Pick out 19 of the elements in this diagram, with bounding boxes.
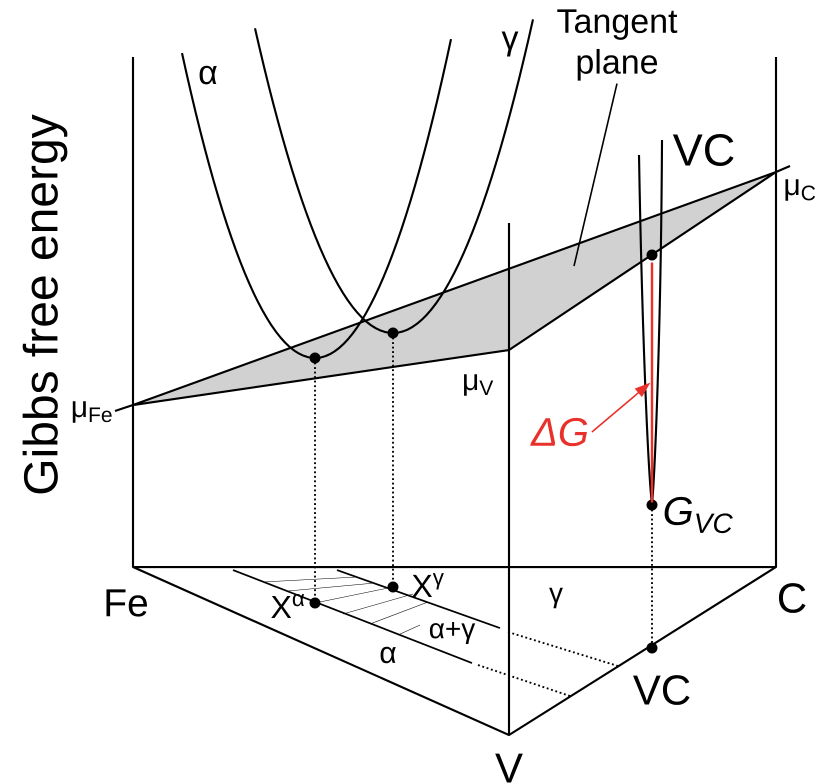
callout-text: ΔG	[530, 418, 588, 446]
label-text: G$_{VC}$	[664, 496, 733, 534]
label-text: α	[200, 66, 217, 84]
leader-line	[573, 83, 618, 266]
label-text: μ$_{Fe}$	[72, 401, 112, 423]
label-text: γ	[549, 588, 563, 608]
label-text: VC	[633, 675, 690, 705]
label-text: C	[778, 583, 806, 613]
label-text: α+γ	[430, 622, 476, 644]
label-text: VC	[672, 134, 734, 166]
label-text: μ$_{V}$	[464, 374, 494, 396]
label-text: X$^{γ}$	[412, 573, 444, 597]
label-text: α	[380, 646, 396, 664]
callout-text: Tangent plane	[557, 9, 678, 81]
label-text: V	[495, 754, 523, 782]
label-text: Gibbs free energy	[22, 114, 68, 494]
label-text: γ	[502, 32, 518, 57]
label-text: μ$_{C}$	[785, 179, 816, 201]
label-text: Fe	[106, 589, 147, 617]
